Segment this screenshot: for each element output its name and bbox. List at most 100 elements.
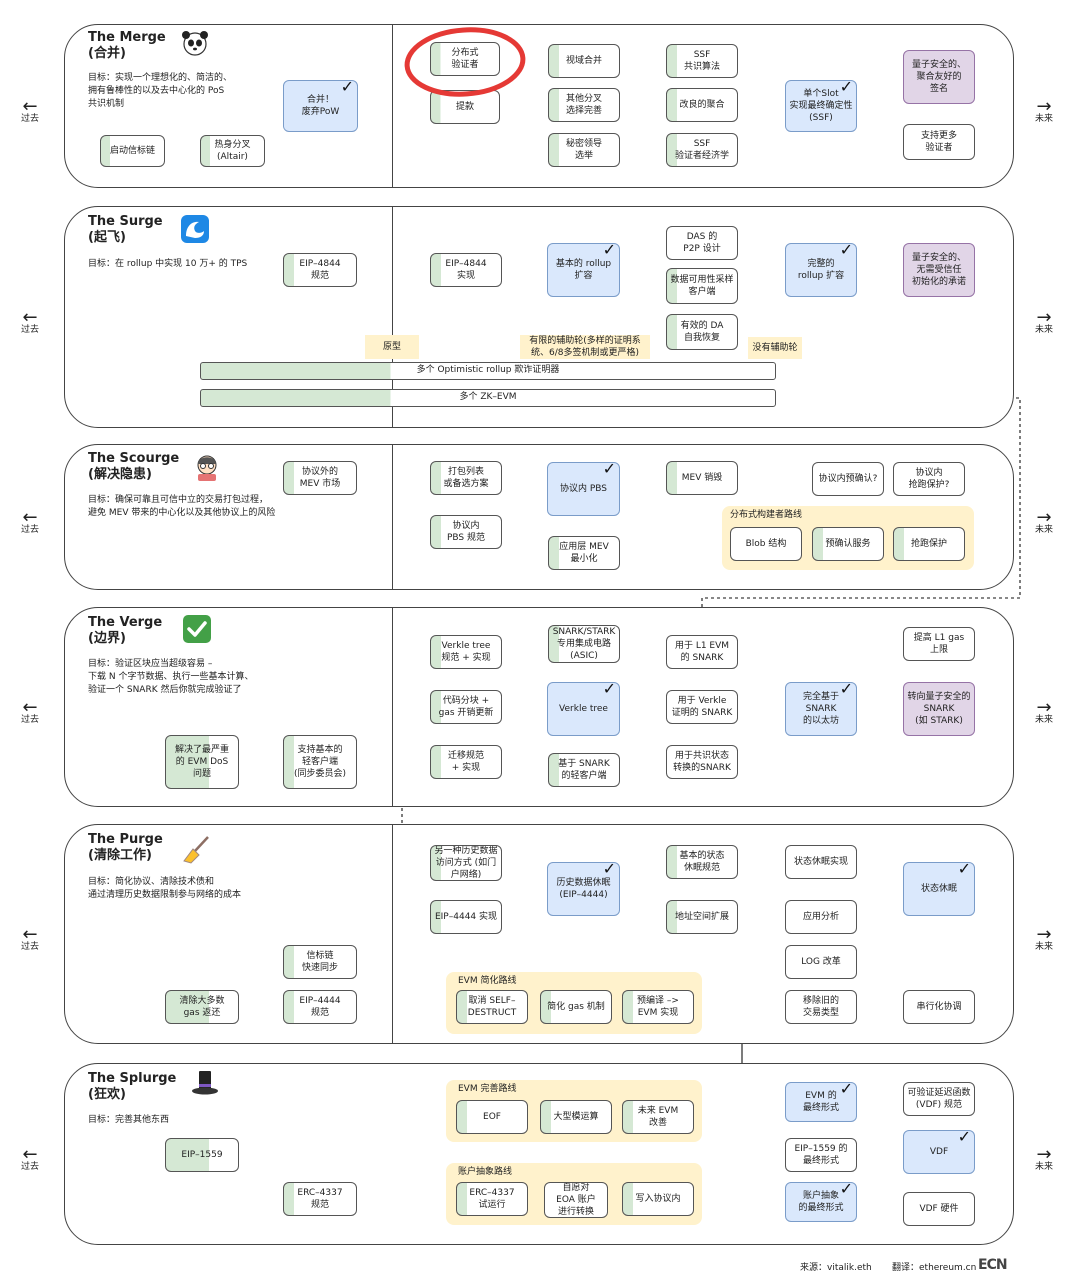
node-sc-pbs: 协议内 PBS✓	[547, 462, 620, 516]
node-p-otherhist: 另一种历史数据 访问方式 (如门 户网络)	[430, 845, 502, 881]
nav-label: 未来	[1034, 715, 1053, 725]
done-check-icon: ✓	[602, 862, 616, 878]
node-sc-preconf-q: 协议内预确认?	[812, 462, 884, 496]
label-no-training-wheels: 没有辅助轮	[748, 337, 802, 359]
panel-title: The Verge (边界)	[88, 615, 163, 646]
node-label: EIP–1559 的 最终形式	[794, 1144, 848, 1166]
node-label: 协议内 PBS 规范	[446, 521, 486, 543]
node-v-dos: 解决了最严重 的 EVM DoS 问题	[165, 735, 239, 789]
node-label: 清除大多数 gas 返还	[179, 996, 225, 1018]
node-label: 量子安全的、 聚合友好的 签名	[911, 60, 966, 94]
node-label: 预编译 –> EVM 实现	[637, 996, 679, 1018]
node-label: 用于 L1 EVM 的 SNARK	[674, 641, 730, 663]
node-label: 状态休眠	[920, 884, 957, 894]
node-sp-vdf: VDF✓	[903, 1130, 975, 1174]
node-v-verkle-spec: Verkle tree 规范 + 实现	[430, 635, 502, 669]
node-v-consensus: 用于共识状态 转换的SNARK	[666, 745, 738, 779]
checkmark-icon	[183, 615, 211, 643]
nav-label: 未来	[1034, 942, 1053, 952]
node-label: 基于 SNARK 的轻客户端	[558, 759, 610, 781]
node-m-ssfecon: SSF 验证者经济学	[666, 133, 738, 167]
node-sp-evmfinal: EVM 的 最终形式✓	[785, 1082, 857, 1122]
node-label: 合并！ 废弃PoW	[301, 95, 340, 117]
arrow-right-icon: →	[1036, 307, 1052, 328]
node-p-statespec: 基本的状态 休眠规范	[666, 845, 738, 879]
panel-title: The Scourge (解决隐患)	[88, 451, 180, 482]
node-label: Verkle tree	[559, 704, 608, 714]
node-s-dasclient: 数据可用性采样 客户端	[666, 268, 738, 304]
node-label: 协议内 抢跑保护?	[908, 468, 950, 490]
node-label: 预确认服务	[825, 539, 871, 549]
node-label: 未来 EVM 改善	[637, 1106, 679, 1128]
node-s-darecover: 有效的 DA 自我恢复	[666, 314, 738, 350]
node-label: 抢跑保护	[910, 539, 947, 549]
nav-label: 过去	[20, 1162, 39, 1172]
node-m-dist: 分布式 验证者	[430, 42, 500, 76]
node-sp-4337trial: ERC–4337 试运行	[456, 1182, 528, 1216]
node-label: 改良的聚合	[679, 100, 725, 110]
node-v-light: 基于 SNARK 的轻客户端	[548, 753, 620, 787]
nav-future: →未来	[1024, 98, 1064, 125]
nav-label: 过去	[20, 525, 39, 535]
nav-label: 过去	[20, 114, 39, 124]
node-sc-antifront: 抢跑保护	[893, 527, 965, 561]
node-label: 其他分叉 选择完善	[565, 94, 602, 116]
node-label: 打包列表 或备选方案	[443, 467, 489, 489]
node-label: Blob 结构	[745, 539, 787, 549]
panel-goal: 目标：完善其他东西	[88, 1115, 170, 1125]
node-v-verkle: Verkle tree✓	[547, 682, 620, 736]
node-label: ERC–4337 规范	[297, 1188, 343, 1210]
node-label: EIP–4444 实现	[434, 912, 498, 922]
node-label: 热身分叉 (Altair)	[214, 140, 251, 162]
node-s-das: DAS 的 P2P 设计	[666, 226, 738, 260]
done-check-icon: ✓	[839, 1082, 853, 1098]
label-prototype: 原型	[365, 335, 419, 359]
node-label: 自愿对 EOA 账户 进行转换	[556, 1183, 596, 1217]
node-v-asic: SNARK/STARK 专用集成电路 (ASIC)	[548, 625, 620, 663]
node-sc-preconf: 预确认服务	[812, 527, 884, 561]
node-sp-futureevm: 未来 EVM 改善	[622, 1100, 694, 1134]
node-label: 迁移规范 + 实现	[447, 751, 484, 773]
node-label: 应用层 MEV 最小化	[559, 542, 609, 564]
node-sp-vdfspec: 可验证延迟函数 (VDF) 规范	[903, 1082, 975, 1116]
ecn-logo: ECN	[978, 1257, 1008, 1273]
panel-title: The Surge (起飞)	[88, 214, 163, 245]
node-m-other: 其他分叉 选择完善	[548, 88, 620, 122]
node-sc-offmev: 协议外的 MEV 市场	[283, 461, 357, 495]
panel-goal: 目标：验证区块应当超级容易 – 下载 N 个字节数据、执行一些基本计算、 验证一…	[88, 659, 254, 695]
node-s-4844spec: EIP–4844 规范	[283, 253, 357, 287]
done-check-icon: ✓	[340, 80, 354, 96]
node-sp-1559: EIP–1559	[165, 1138, 239, 1172]
node-label: 单个Slot 实现最终确定性 (SSF)	[789, 89, 853, 123]
node-sc-pbsspec: 协议内 PBS 规范	[430, 515, 502, 549]
arrow-right-icon: →	[1036, 1144, 1052, 1165]
nav-label: 未来	[1034, 114, 1053, 124]
route-label: 分布式构建者路线	[730, 510, 803, 520]
node-p-app: 应用分析	[785, 900, 857, 934]
node-sc-blob: Blob 结构	[730, 527, 802, 561]
node-label: 地址空间扩展	[674, 912, 729, 922]
node-label: 协议内预确认?	[818, 474, 878, 484]
node-label: 另一种历史数据 访问方式 (如门 户网络)	[434, 846, 498, 880]
node-p-precompile: 预编译 –> EVM 实现	[622, 990, 694, 1024]
panda-icon	[182, 31, 208, 56]
panel-goal: 目标：在 rollup 中实现 10 万+ 的 TPS	[88, 259, 248, 269]
node-s-quantum: 量子安全的、 无需受信任 初始化的承诺	[903, 243, 975, 297]
node-sp-protocol: 写入协议内	[622, 1182, 694, 1216]
route-label: EVM 完善路线	[458, 1084, 517, 1094]
node-label: 基本的状态 休眠规范	[679, 851, 725, 873]
done-check-icon: ✓	[839, 1182, 853, 1198]
node-m-quantum: 量子安全的、 聚合友好的 签名	[903, 50, 975, 104]
node-v-migrate: 迁移规范 + 实现	[430, 745, 502, 779]
nav-future: →未来	[1024, 509, 1064, 536]
arrow-right-icon: →	[1036, 924, 1052, 945]
broom-icon	[183, 836, 209, 864]
node-label: 视域合并	[565, 56, 602, 66]
node-m-altair: 热身分叉 (Altair)	[200, 135, 265, 167]
footer-source: 来源：vitalik.eth	[800, 1263, 872, 1273]
node-sp-bigmod: 大型模运算	[540, 1100, 612, 1134]
node-v-sync: 支持基本的 轻客户端 (同步委员会)	[283, 735, 357, 789]
done-check-icon: ✓	[957, 862, 971, 878]
node-p-gasrefund: 清除大多数 gas 返还	[165, 990, 239, 1024]
node-label: 大型模运算	[553, 1112, 599, 1122]
